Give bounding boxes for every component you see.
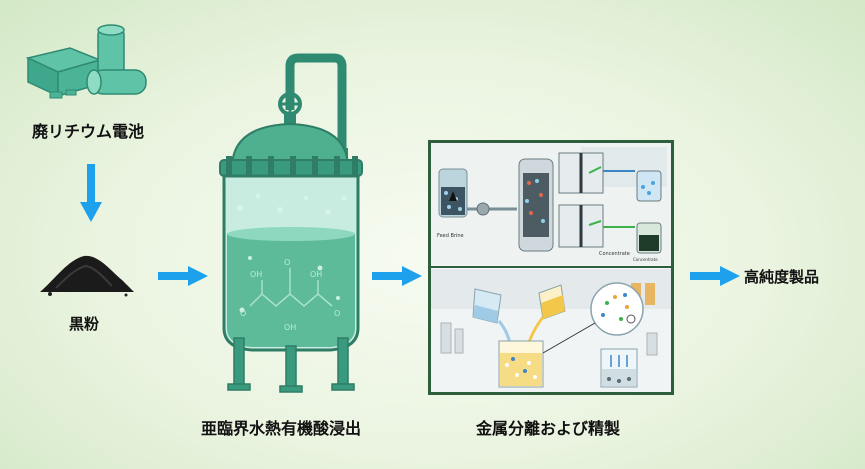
separation-illustration: Feed Brine Concentrate Concentrate: [431, 143, 671, 392]
hydrothermal-reactor: OH OH O O O OH: [219, 53, 363, 393]
right-arrow-icon: [372, 266, 422, 286]
molecule-text: OH: [310, 270, 322, 279]
separation-label: 金属分離および精製: [476, 419, 621, 438]
black-powder-pile: [40, 255, 134, 297]
right-arrow-icon: [690, 266, 740, 286]
separation-panel: Feed Brine Concentrate Concentrate: [428, 140, 674, 395]
leaching-label: 亜臨界水熱有機酸浸出: [201, 419, 362, 438]
product-label: 高純度製品: [744, 268, 820, 286]
waste-battery-label: 廃リチウム電池: [32, 122, 145, 141]
black-powder-label: 黒粉: [69, 315, 100, 333]
molecule-text: OH: [250, 270, 262, 279]
lithium-batteries-illustration: [25, 24, 147, 99]
molecule-text: O: [284, 258, 290, 267]
concentrate-text: Concentrate: [599, 251, 630, 257]
molecule-text: O: [334, 309, 340, 318]
molecule-text: O: [240, 309, 246, 318]
concentrate-text: Concentrate: [633, 257, 658, 262]
down-arrow-icon: [80, 164, 102, 222]
right-arrow-icon: [158, 266, 208, 286]
molecule-text: OH: [284, 323, 296, 332]
feed-brine-text: Feed Brine: [437, 233, 464, 239]
